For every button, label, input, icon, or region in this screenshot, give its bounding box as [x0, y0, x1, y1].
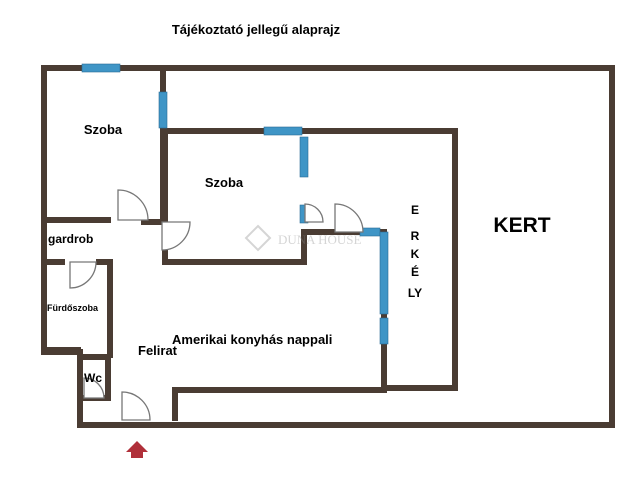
- window-room2-top: [263, 126, 303, 136]
- watermark: DUNA HOUSE: [244, 224, 361, 252]
- watermark-logo-icon: [244, 224, 272, 252]
- windows: [81, 63, 389, 345]
- door-room2: [161, 221, 191, 251]
- room-label-garden: KERT: [493, 214, 550, 237]
- window-living-right: [379, 231, 389, 315]
- watermark-text: DUNA HOUSE: [278, 232, 361, 247]
- plan-title: Tájékoztató jellegű alaprajz: [172, 22, 341, 37]
- window-top-left: [81, 63, 121, 73]
- door-bathroom: [69, 261, 97, 289]
- door-wc: [83, 377, 105, 399]
- balcony-letter: E: [411, 203, 419, 217]
- room-label-bathroom: Fürdőszoba: [47, 303, 99, 313]
- balcony-letter: É: [411, 264, 419, 279]
- balcony-letter: LY: [408, 286, 422, 300]
- window-room1-right: [158, 91, 168, 129]
- room-label-bedroom-1: Szoba: [84, 122, 123, 137]
- door-entrance: [121, 391, 151, 421]
- balcony-letter: R: [411, 229, 420, 243]
- window-room2-right: [299, 136, 309, 178]
- balcony-label: E R K É LY: [408, 203, 422, 300]
- window-living-right-lower: [379, 317, 389, 345]
- door-room1: [117, 189, 149, 221]
- room-label-note: Felirat: [138, 343, 178, 358]
- balcony-letter: K: [411, 247, 420, 261]
- entrance-arrow-icon: [126, 441, 148, 458]
- room-label-wc: Wc: [84, 371, 102, 385]
- door-balcony: [334, 203, 364, 233]
- doors: [69, 189, 364, 421]
- door-small-window: [304, 203, 324, 223]
- room-label-living-room: Amerikai konyhás nappali: [172, 332, 332, 347]
- room-label-closet: gardrob: [48, 232, 93, 246]
- room-label-bedroom-2: Szoba: [205, 175, 244, 190]
